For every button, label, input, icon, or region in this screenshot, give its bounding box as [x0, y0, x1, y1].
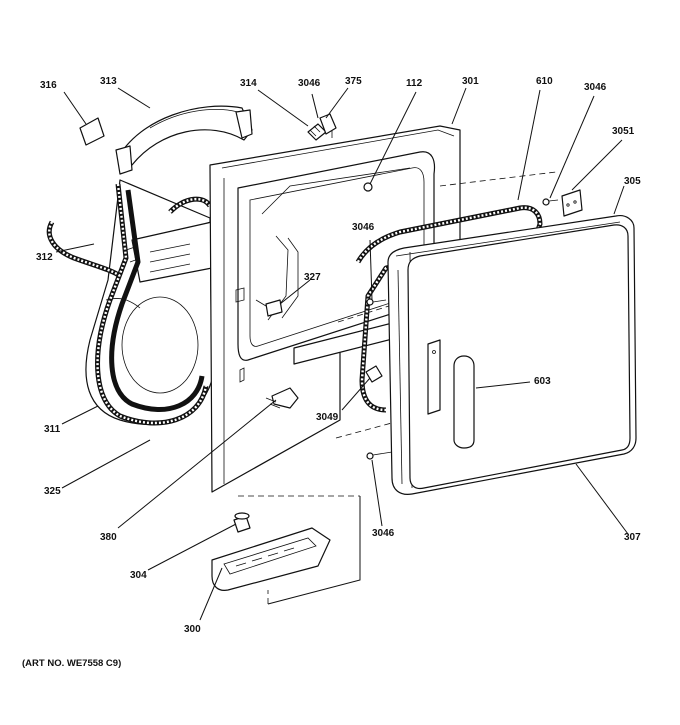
- label-325: 325: [44, 486, 61, 497]
- label-3046-mid: 3046: [352, 222, 375, 233]
- label-112: 112: [406, 78, 423, 89]
- part-313-bracket: [115, 105, 253, 175]
- label-610: 610: [536, 76, 553, 87]
- part-311-front-support: [85, 179, 213, 426]
- part-3046-screw-bottom: [366, 451, 393, 460]
- label-3046-right: 3046: [584, 82, 607, 93]
- label-375: 375: [345, 76, 362, 87]
- label-311: 311: [44, 424, 61, 435]
- part-327-switch: [255, 299, 283, 317]
- part-304-foot: [233, 512, 251, 533]
- label-312: 312: [36, 252, 53, 263]
- part-325-felt-seal: [95, 183, 209, 426]
- label-307: 307: [624, 532, 641, 543]
- label-316: 316: [40, 80, 57, 91]
- part-380-door-strike: [265, 387, 299, 409]
- part-305-door-panel: [407, 224, 631, 490]
- label-301: 301: [462, 76, 479, 87]
- part-375-socket: [319, 113, 337, 138]
- part-3046-screw-right: [542, 198, 559, 206]
- label-305: 305: [624, 176, 641, 187]
- part-610-door-gasket: [355, 205, 543, 413]
- art-number: (ART NO. WE7558 C9): [22, 658, 121, 669]
- label-313: 313: [100, 76, 117, 87]
- label-3049: 3049: [316, 412, 339, 423]
- label-3046-top: 3046: [298, 78, 321, 89]
- part-3051-hinge-bracket: [561, 189, 583, 217]
- part-603-door-handle: [427, 339, 475, 449]
- part-316-label-strip: [79, 117, 105, 146]
- label-300: 300: [184, 624, 201, 635]
- label-3051: 3051: [612, 126, 635, 137]
- label-3046-bottom: 3046: [372, 528, 395, 539]
- part-3046-screw-mid: [366, 298, 387, 306]
- part-112-grommet: [363, 182, 373, 192]
- leader-lines: [55, 87, 629, 621]
- callout-labels: 316 313 314 3046 375 112 301 610 3046 30…: [36, 76, 641, 635]
- part-300-lint-filter: [211, 527, 331, 591]
- label-603: 603: [534, 376, 551, 387]
- label-314: 314: [240, 78, 257, 89]
- part-312-felt-strip: [46, 196, 213, 279]
- label-304: 304: [130, 570, 147, 581]
- label-327: 327: [304, 272, 321, 283]
- label-380: 380: [100, 532, 117, 543]
